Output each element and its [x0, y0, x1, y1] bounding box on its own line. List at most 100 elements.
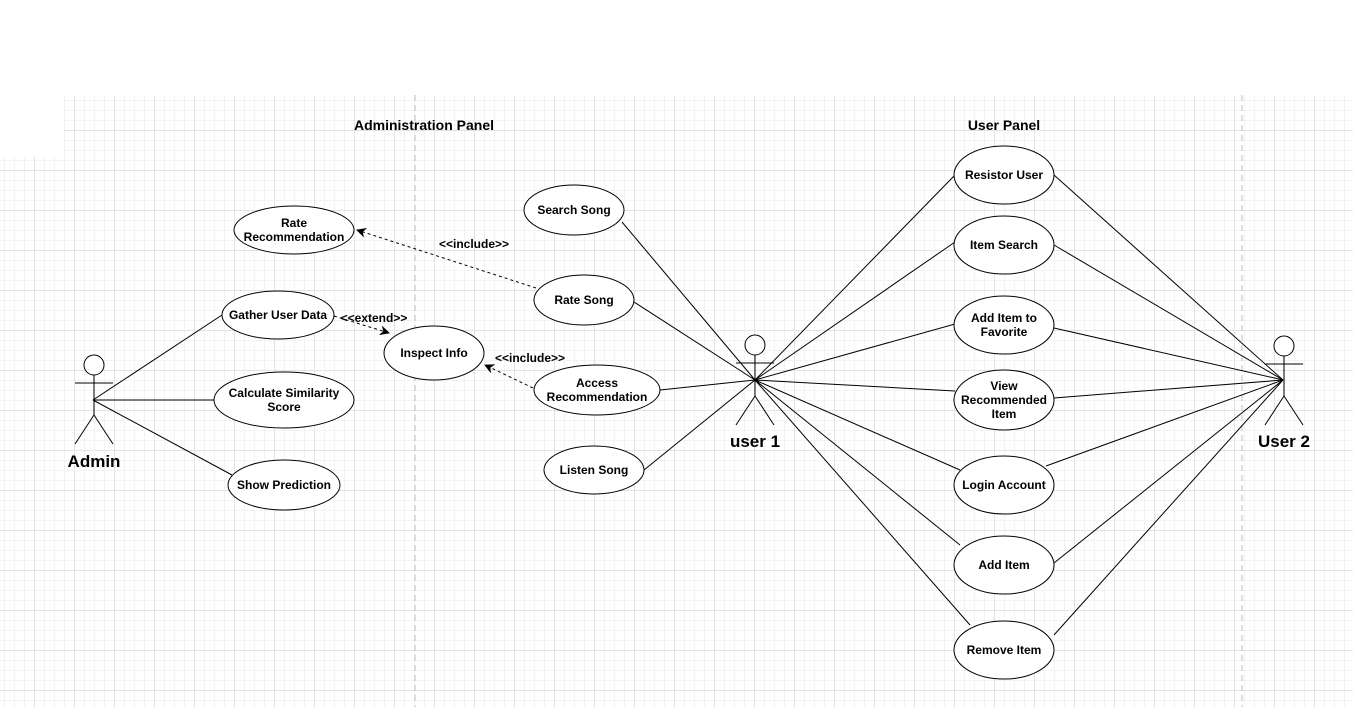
association-user2-resistor: [1053, 174, 1284, 381]
use-case-show-prediction[interactable]: [227, 459, 341, 511]
use-case-search-song[interactable]: [523, 184, 625, 236]
use-case-label-line: Access: [576, 376, 618, 390]
use-case-label-line: View: [990, 379, 1018, 393]
actor-user2-left-leg: [1264, 395, 1285, 426]
use-case-gather-user-data[interactable]: [221, 290, 335, 340]
extend-label-gather: <<extend>>: [341, 311, 408, 325]
association-user2-remove: [1053, 379, 1284, 636]
use-case-label-line: Add Item: [978, 558, 1029, 572]
actor-user1-right-leg: [754, 395, 775, 426]
include-arrow-rate: [356, 228, 537, 289]
actor-user1-label: user 1: [730, 432, 780, 451]
association-user1-item-search: [754, 241, 956, 381]
use-case-calculate-similarity[interactable]: [213, 371, 355, 429]
administration-panel-title: Administration Panel: [354, 117, 494, 133]
use-case-label-line: Add Item to: [971, 311, 1037, 325]
use-case-rate-recommendation[interactable]: [233, 205, 355, 255]
association-user1-listen: [643, 379, 756, 471]
use-case-add-item-favorite[interactable]: [953, 295, 1055, 355]
association-user2-view: [1053, 379, 1284, 399]
association-user1-resistor: [754, 174, 956, 381]
use-case-label-line: Score: [267, 400, 301, 414]
use-case-label-resistor-user: Resistor User: [965, 168, 1043, 182]
actor-user2-label: User 2: [1258, 432, 1310, 451]
association-user1-favorite: [754, 323, 956, 381]
association-user1-search-song: [621, 221, 756, 381]
use-case-add-item[interactable]: [953, 535, 1055, 595]
use-case-label-remove-item: Remove Item: [967, 643, 1042, 657]
user2-associations: [1045, 174, 1284, 636]
association-user1-login: [754, 379, 961, 471]
admin-associations: [92, 314, 233, 476]
use-case-rate-song[interactable]: [533, 274, 635, 326]
use-case-label-add-item: Add Item: [978, 558, 1029, 572]
use-case-label-line: Rate: [281, 216, 307, 230]
use-case-item-search[interactable]: [953, 215, 1055, 275]
use-case-label-line: Item: [992, 407, 1017, 421]
use-case-label-line: Recommendation: [244, 230, 345, 244]
use-case-access-recommendation[interactable]: [533, 364, 661, 416]
use-case-label-gather-user-data: Gather User Data: [229, 308, 327, 322]
actor-admin-right-leg: [93, 414, 114, 445]
use-case-label-line: Gather User Data: [229, 308, 327, 322]
actor-admin-label: Admin: [68, 452, 121, 471]
actor-user2-figure[interactable]: [1264, 335, 1304, 426]
association-admin-show: [92, 399, 233, 476]
actor-user1-left-leg: [735, 395, 756, 426]
association-user1-rate-song: [633, 301, 756, 381]
association-user2-login: [1045, 379, 1284, 467]
actor-user1-figure[interactable]: [735, 334, 775, 426]
user-panel-title: User Panel: [968, 117, 1040, 133]
use-case-label-line: Remove Item: [967, 643, 1042, 657]
use-case-remove-item[interactable]: [953, 620, 1055, 680]
association-user1-add-item: [754, 379, 961, 546]
use-case-inspect-info[interactable]: [383, 325, 485, 381]
use-case-listen-song[interactable]: [543, 445, 645, 495]
grid-background: [0, 95, 1353, 707]
use-case-label-line: Listen Song: [560, 463, 629, 477]
use-case-view-recommended[interactable]: [953, 369, 1055, 431]
actor-user2-head: [1273, 335, 1295, 357]
use-case-label-line: Resistor User: [965, 168, 1043, 182]
use-case-label-line: Inspect Info: [400, 346, 467, 360]
include-label-access: <<include>>: [495, 351, 565, 365]
use-case-label-line: Favorite: [981, 325, 1028, 339]
use-case-label-inspect-info: Inspect Info: [400, 346, 467, 360]
use-case-label-line: Show Prediction: [237, 478, 331, 492]
actor-admin-left-leg: [74, 414, 95, 445]
use-case-label-line: Login Account: [962, 478, 1046, 492]
use-case-label-listen-song: Listen Song: [560, 463, 629, 477]
blank-corner: [0, 95, 64, 157]
use-case-label-show-prediction: Show Prediction: [237, 478, 331, 492]
include-arrow-access: [484, 364, 534, 389]
actor-admin-head: [83, 354, 105, 376]
use-case-label-login-account: Login Account: [962, 478, 1046, 492]
use-case-label-line: Rate Song: [554, 293, 613, 307]
use-case-label-rate-song: Rate Song: [554, 293, 613, 307]
use-case-login-account[interactable]: [953, 455, 1055, 515]
association-user2-favorite: [1053, 327, 1284, 381]
use-case-label-line: Calculate Similarity: [229, 386, 340, 400]
user1-associations: [621, 174, 971, 626]
actor-admin-figure[interactable]: [74, 354, 114, 445]
include-label-rate: <<include>>: [439, 237, 509, 251]
use-case-resistor-user[interactable]: [953, 145, 1055, 205]
association-user1-remove: [754, 379, 971, 626]
association-user1-view: [754, 379, 956, 392]
actor-user1-head: [744, 334, 766, 356]
use-case-label-search-song: Search Song: [537, 203, 610, 217]
association-user2-add-item: [1053, 379, 1284, 564]
association-user2-item-search: [1053, 244, 1284, 381]
actor-user2-right-leg: [1283, 395, 1304, 426]
use-case-label-line: Recommendation: [547, 390, 648, 404]
association-admin-gather: [92, 314, 223, 401]
association-user1-access: [659, 379, 756, 391]
use-case-label-line: Recommended: [961, 393, 1047, 407]
use-case-label-line: Search Song: [537, 203, 610, 217]
